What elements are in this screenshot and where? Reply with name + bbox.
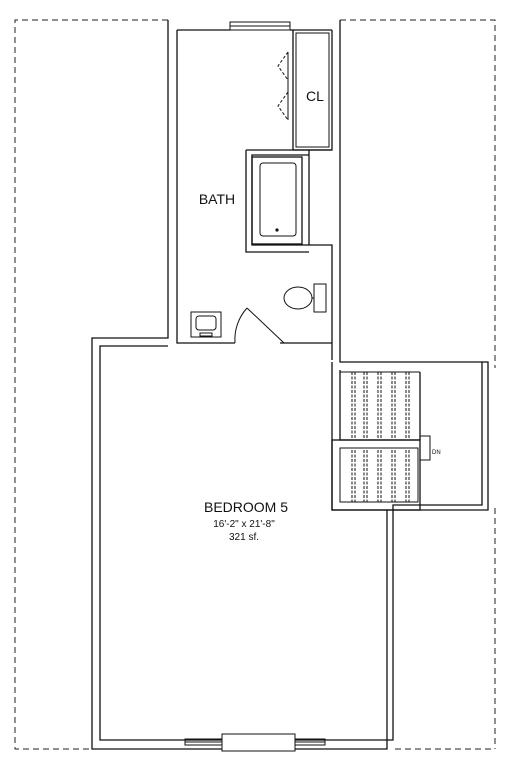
closet-bifold-door-icon (277, 51, 289, 121)
bedroom-dimensions: 16'-2" x 21'-8" (213, 519, 275, 530)
closet-label: CL (306, 88, 324, 104)
sink-icon (190, 311, 222, 338)
bath-label: BATH (199, 191, 235, 207)
bath-door-icon (234, 307, 285, 344)
stair (331, 362, 431, 511)
bedroom-area: 321 sf. (229, 532, 259, 543)
bath-wing-walls (91, 20, 489, 750)
stair-direction-label: DN (432, 450, 441, 456)
bath-window (229, 21, 291, 31)
bathtub-icon (245, 149, 309, 253)
bedroom-window (184, 733, 326, 752)
stair-treads (340, 371, 421, 502)
bedroom-label: BEDROOM 5 (204, 499, 288, 515)
dashed-outline (14, 19, 496, 750)
toilet-icon (283, 283, 327, 313)
